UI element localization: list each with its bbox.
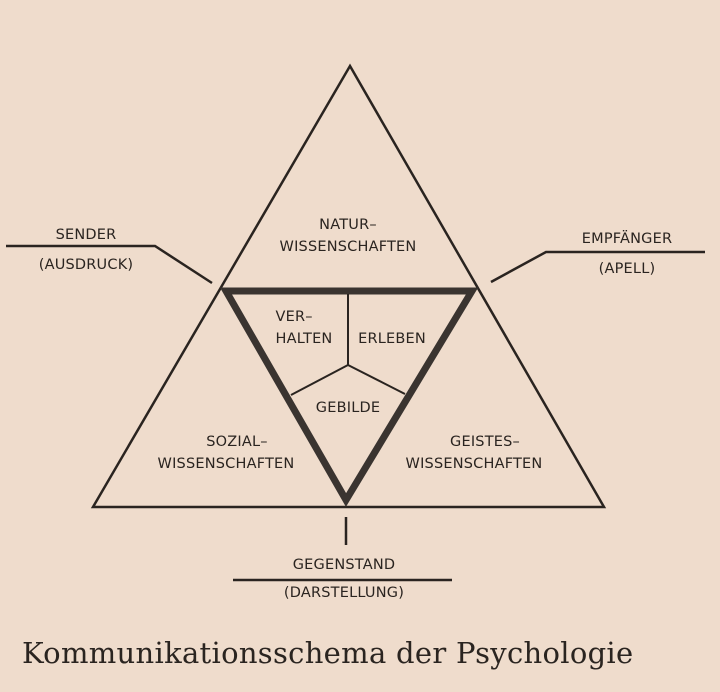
field-label-line: WISSENSCHAFTEN	[405, 456, 543, 472]
field-label-line: HALTEN	[275, 331, 333, 347]
field-structure: GEBILDE	[315, 400, 381, 416]
field-label-line: SOZIAL–	[206, 434, 268, 450]
pole-title: GEGENSTAND	[292, 557, 396, 573]
pole-subtitle: (APELL)	[598, 261, 656, 277]
field-humanities: GEISTES– WISSENSCHAFTEN	[406, 431, 543, 475]
field-label-line: NATUR–	[319, 217, 377, 233]
receiver-leader-line	[490, 250, 705, 284]
sender-leader-line	[6, 244, 213, 285]
divider-left	[290, 364, 349, 396]
field-natural-sciences: NATUR– WISSENSCHAFTEN	[280, 214, 417, 258]
field-label-line: VER–	[275, 309, 313, 325]
field-behavior: VER– HALTEN	[276, 306, 333, 350]
field-label-line: WISSENSCHAFTEN	[279, 239, 417, 255]
receiver-label: EMPFÄNGER (APELL)	[582, 228, 672, 280]
inner-triangle	[219, 287, 479, 507]
pole-subtitle: (DARSTELLUNG)	[283, 585, 405, 601]
field-experience: ERLEBEN	[358, 331, 426, 347]
pole-title: EMPFÄNGER	[581, 231, 673, 247]
field-label-line: WISSENSCHAFTEN	[157, 456, 295, 472]
object-label: GEGENSTAND (DARSTELLUNG)	[284, 554, 404, 604]
field-social-sciences: SOZIAL– WISSENSCHAFTEN	[158, 431, 295, 475]
divider-right	[347, 364, 406, 395]
pole-title: SENDER	[55, 227, 117, 243]
figure-caption: Kommunikationsschema der Psychologie	[22, 636, 634, 670]
outer-triangle	[90, 63, 607, 509]
field-label-line: GEISTES–	[450, 434, 520, 450]
sender-label: SENDER (AUSDRUCK)	[39, 224, 134, 276]
pole-subtitle: (AUSDRUCK)	[38, 257, 134, 273]
